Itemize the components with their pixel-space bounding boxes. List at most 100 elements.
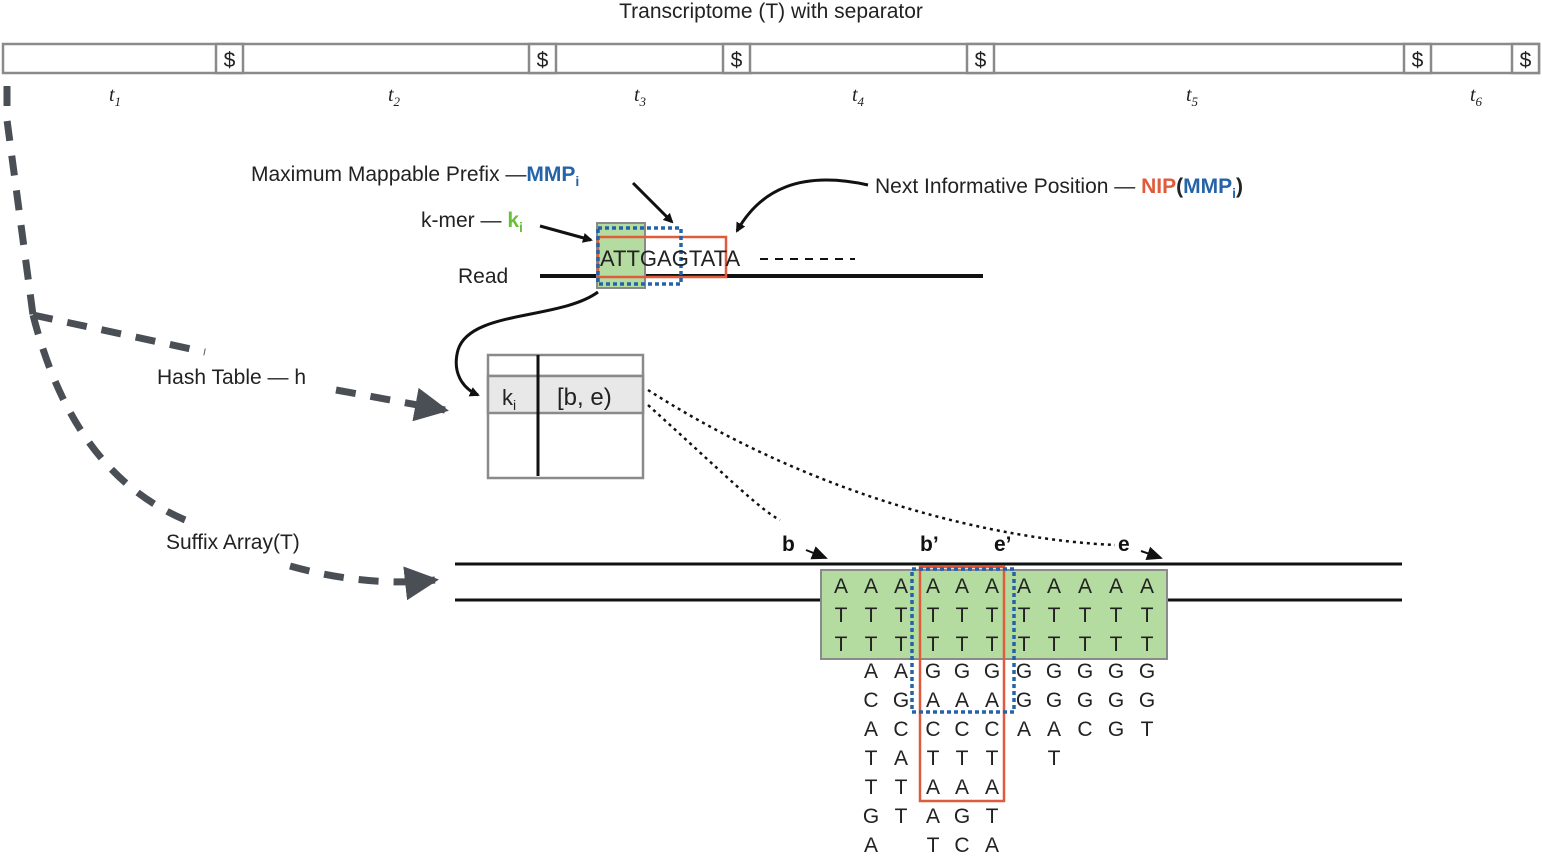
hash-key: ki (502, 385, 516, 413)
transcript-label: t5 (1186, 84, 1199, 109)
suffix-letter: A (1047, 575, 1061, 598)
suffix-letter: A (1047, 718, 1061, 741)
marker-e: e (1118, 533, 1130, 556)
suffix-array-label: Suffix Array(T) (166, 531, 300, 554)
suffix-letter: T (986, 604, 999, 627)
suffix-letter: T (865, 633, 878, 656)
suffix-letter: G (954, 660, 970, 683)
suffix-letter: C (954, 834, 969, 852)
suffix-letter: G (1077, 689, 1093, 712)
separator-symbol: $ (1520, 49, 1532, 72)
suffix-letter: G (1108, 660, 1124, 683)
suffix-letter: T (835, 604, 848, 627)
suffix-letter: G (1046, 689, 1062, 712)
suffix-letter: A (985, 575, 999, 598)
transcript-label: t6 (1470, 84, 1483, 109)
suffix-letter: A (926, 575, 940, 598)
suffix-letter: A (834, 575, 848, 598)
separator-symbol: $ (224, 49, 236, 72)
suffix-letter: A (864, 575, 878, 598)
kmer-to-hash-arrow (454, 290, 599, 397)
separator-cell (527, 42, 558, 75)
b-arrow (805, 546, 828, 560)
suffix-letter: A (985, 834, 999, 852)
suffix-letter: T (956, 633, 969, 656)
marker-b-prime: b’ (920, 533, 939, 556)
separator-cell (721, 42, 752, 75)
suffix-letter: A (894, 575, 908, 598)
read-sequence: ATTGAGTATA (600, 246, 740, 271)
dot-path-e (647, 388, 1116, 547)
transcript-label: t4 (852, 84, 865, 109)
suffix-letter: T (895, 604, 908, 627)
suffix-letter: A (894, 747, 908, 770)
suffix-letter: G (925, 660, 941, 683)
suffix-letter: G (893, 689, 909, 712)
suffix-letter: T (1110, 633, 1123, 656)
suffix-letter: A (864, 660, 878, 683)
separator-cell (1510, 42, 1541, 75)
nip-label: Next Informative Position — NIP(MMPi) (875, 175, 1243, 201)
suffix-letter: G (863, 805, 879, 828)
separator-symbol: $ (731, 49, 743, 72)
suffix-letter: T (986, 747, 999, 770)
separator-cell (1402, 42, 1433, 75)
dash-arrow-to-suffix (289, 562, 439, 601)
dash-trunk (3, 86, 37, 316)
suffix-letter: C (863, 689, 878, 712)
hash-value: [b, e) (557, 384, 612, 411)
suffix-letter: T (865, 776, 878, 799)
suffix-letter: T (1079, 604, 1092, 627)
suffix-letter: T (1141, 633, 1154, 656)
suffix-letter: A (955, 575, 969, 598)
suffix-letter: T (1048, 633, 1061, 656)
suffix-letter: A (926, 689, 940, 712)
suffix-letter: G (1108, 718, 1124, 741)
suffix-letter: A (894, 660, 908, 683)
read: ATTGAGTATA (540, 222, 983, 289)
suffix-letter: T (927, 633, 940, 656)
suffix-letter: T (986, 805, 999, 828)
transcript-label: t1 (109, 84, 121, 109)
suffix-letter: A (1140, 575, 1154, 598)
hash-table-label: Hash Table — h (157, 366, 306, 389)
suffix-letter: T (927, 747, 940, 770)
suffix-letter: A (864, 718, 878, 741)
transcript-label: t2 (388, 84, 401, 109)
separator-symbol: $ (975, 49, 987, 72)
suffix-letter: G (954, 805, 970, 828)
suffix-letter: T (1018, 633, 1031, 656)
suffix-letter: T (1048, 747, 1061, 770)
suffix-letter: T (927, 604, 940, 627)
dot-path-b (647, 404, 781, 522)
transcript-label: t3 (634, 84, 647, 109)
kmer-label: k-mer — ki (421, 209, 523, 235)
suffix-letter: A (955, 689, 969, 712)
suffix-letter: C (954, 718, 969, 741)
dash-to-suffix-label (29, 314, 192, 526)
dash-arrow-to-hash (335, 386, 449, 422)
suffix-letter: G (1139, 660, 1155, 683)
suffix-letter: A (985, 776, 999, 799)
hash-table: ki [b, e) (486, 353, 645, 480)
suffix-letter: T (865, 747, 878, 770)
suffix-letter: C (984, 718, 999, 741)
suffix-letter: C (1077, 718, 1092, 741)
suffix-letter: G (1108, 689, 1124, 712)
mmp-label: Maximum Mappable Prefix —MMPi (251, 163, 579, 189)
suffix-letter: T (956, 747, 969, 770)
marker-b: b (782, 533, 795, 556)
suffix-letter: T (1079, 633, 1092, 656)
transcriptome-title: Transcriptome (T) with separator (619, 0, 923, 23)
suffix-letter: T (865, 604, 878, 627)
suffix-letter: T (835, 633, 848, 656)
suffix-letter: G (1139, 689, 1155, 712)
suffix-letter: T (895, 633, 908, 656)
kmer-arrow (539, 224, 593, 243)
suffix-letter: G (984, 660, 1000, 683)
suffix-letter: T (895, 805, 908, 828)
suffix-letter: A (1017, 718, 1031, 741)
